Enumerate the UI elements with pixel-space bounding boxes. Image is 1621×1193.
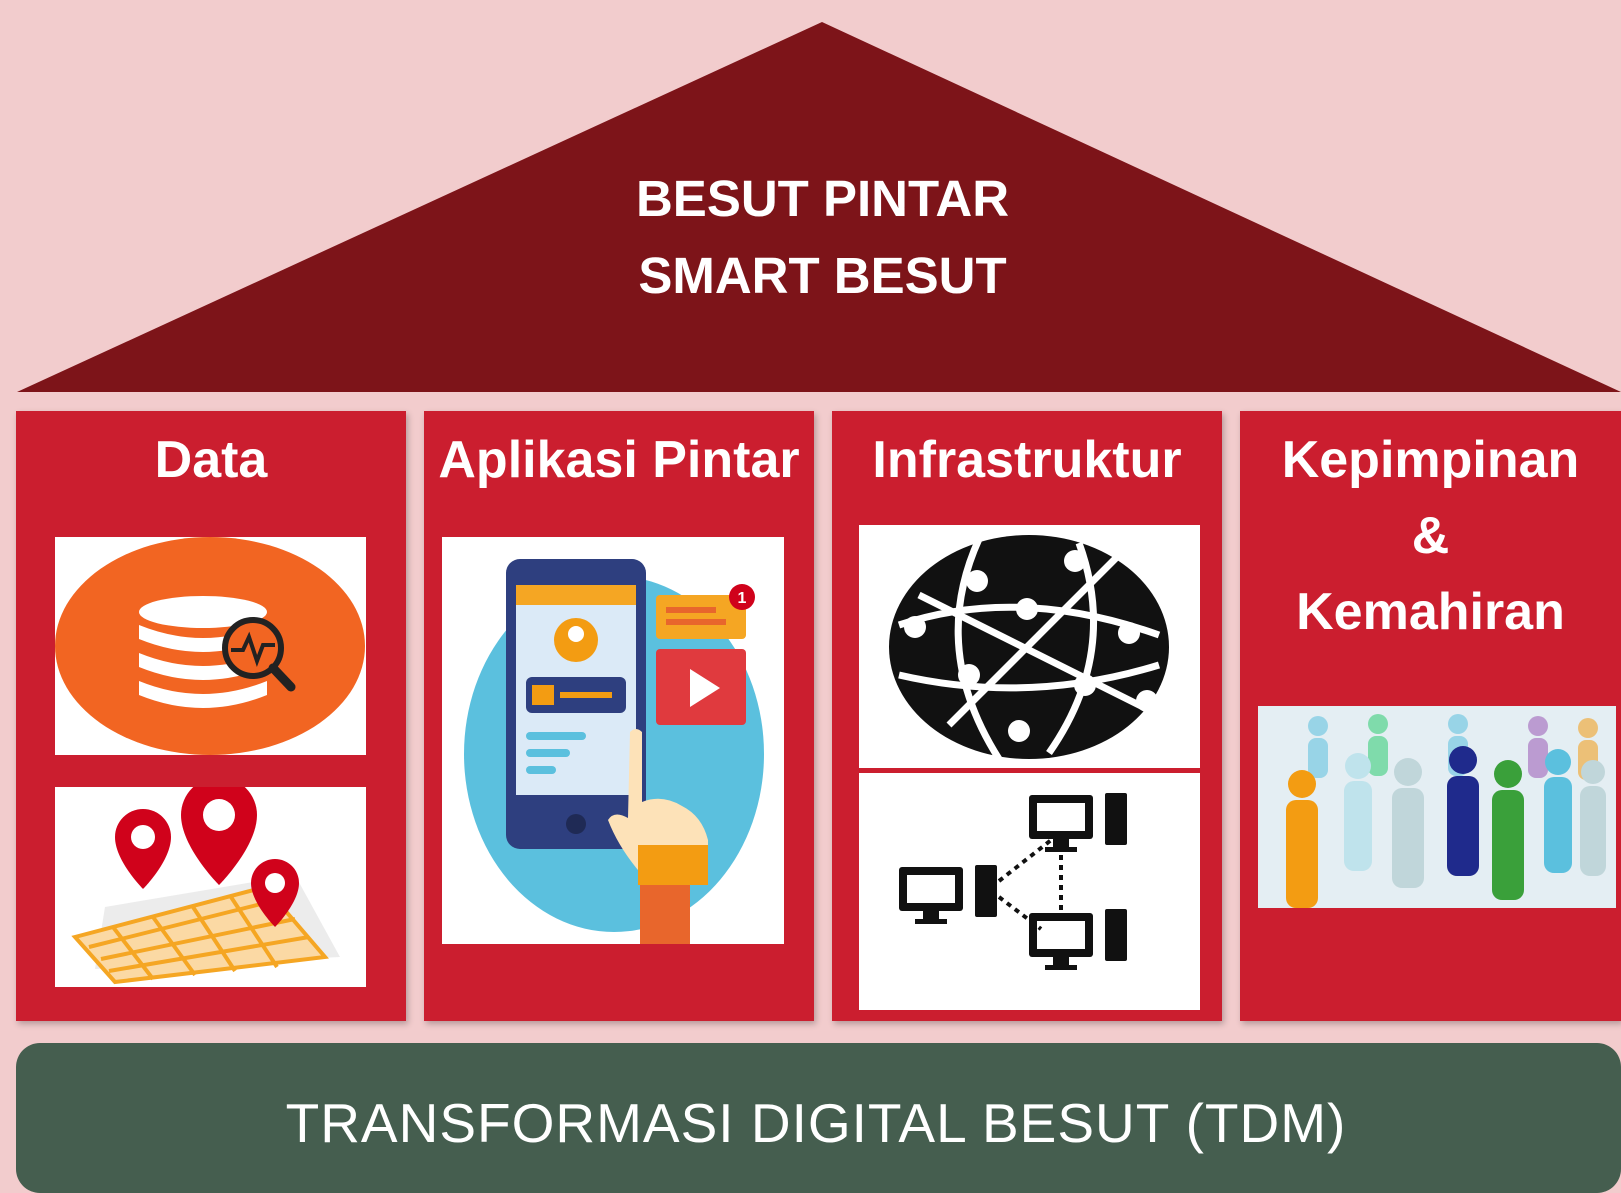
mobile-app-icon: 1 [442,537,784,944]
pillar-title-line-kemahiran: Kemahiran [1296,583,1565,641]
pillar-title-infrastruktur: Infrastruktur [872,431,1182,489]
roof-triangle [17,22,1621,392]
roof-title-line1: BESUT PINTAR [635,170,1010,227]
pillar-title-line-ampersand: & [1411,507,1450,565]
people-group-icon [1258,706,1616,908]
roof-title: BESUT PINTAR SMART BESUT [560,160,1085,314]
roof-title-line2: SMART BESUT [638,247,1007,304]
foundation-label: TRANSFORMASI DIGITAL BESUT (TDM) [285,1092,1347,1154]
computer-network-icon [859,773,1200,1010]
pillar-title-data: Data [154,431,268,489]
pillar-title-kepimpinan: Kepimpinan & Kemahiran [1240,422,1621,650]
pillar-title-line-kepimpinan: Kepimpinan [1281,431,1580,489]
foundation-bar: TRANSFORMASI DIGITAL BESUT (TDM) [16,1043,1621,1193]
map-location-pins-icon [55,787,366,987]
database-analytics-icon [55,537,366,755]
pillar-title-aplikasi-pintar: Aplikasi Pintar [438,431,800,489]
svg-text:1: 1 [738,590,747,607]
global-network-icon [859,525,1200,768]
